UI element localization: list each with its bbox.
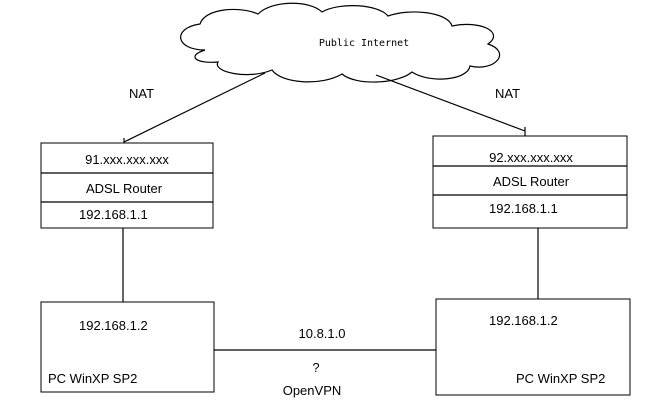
router-right-public-ip: 92.xxx.xxx.xxx xyxy=(489,150,573,165)
public-internet-cloud: Public Internet xyxy=(180,2,501,83)
nat-link-right xyxy=(375,74,526,132)
pc-left: 192.168.1.2 PC WinXP SP2 xyxy=(40,301,215,393)
pc-right-name: PC WinXP SP2 xyxy=(516,371,605,386)
router-left: 91.xxx.xxx.xxx ADSL Router 192.168.1.1 xyxy=(40,142,214,229)
vpn-label: OpenVPN xyxy=(283,383,342,398)
router-right-lan-ip: 192.168.1.1 xyxy=(489,201,558,216)
router-left-name: ADSL Router xyxy=(86,181,163,196)
pc-left-ip: 192.168.1.2 xyxy=(79,318,148,333)
pc-right: 192.168.1.2 PC WinXP SP2 xyxy=(435,298,631,396)
nat-link-left xyxy=(123,72,266,143)
public-internet-label: Public Internet xyxy=(319,38,409,49)
nat-label-left: NAT xyxy=(129,86,154,101)
router-left-public-ip: 91.xxx.xxx.xxx xyxy=(85,152,169,167)
nat-label-right: NAT xyxy=(495,86,520,101)
pc-right-ip: 192.168.1.2 xyxy=(489,313,558,328)
pc-left-name: PC WinXP SP2 xyxy=(48,371,137,386)
router-right-name: ADSL Router xyxy=(493,174,570,189)
vpn-question-label: ? xyxy=(312,360,319,375)
router-right: 92.xxx.xxx.xxx ADSL Router 192.168.1.1 xyxy=(432,135,628,229)
router-left-lan-ip: 192.168.1.1 xyxy=(79,207,148,222)
vpn-subnet-label: 10.8.1.0 xyxy=(299,326,346,341)
